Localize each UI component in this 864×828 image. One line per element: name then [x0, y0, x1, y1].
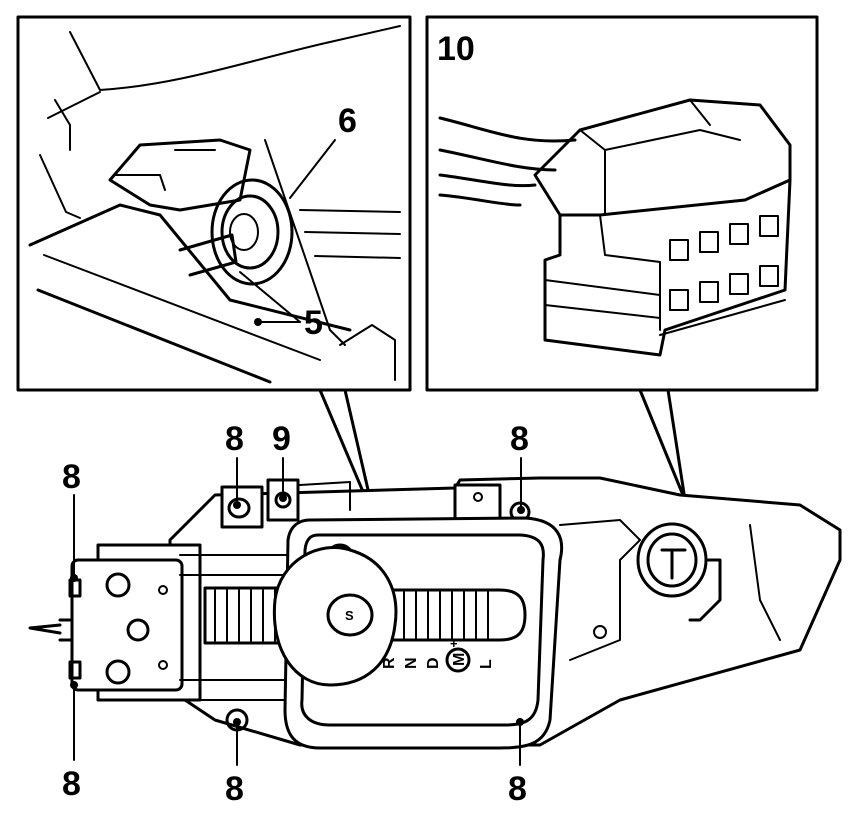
callout-8-top-right: 8: [510, 420, 529, 458]
gear-d: D: [425, 657, 442, 669]
shift-pattern: R N D M + L: [381, 636, 495, 673]
knob-button-label: S: [345, 608, 354, 623]
gear-n: N: [403, 657, 420, 669]
callout-9: 9: [272, 420, 291, 458]
inset-connector-detail: 10: [425, 15, 819, 392]
callout-screws: 8 9 8 8 8 8 8: [62, 420, 529, 808]
gear-l: L: [478, 659, 495, 669]
inset-pointer-right: [638, 388, 687, 502]
gear-selector-assembly: S R N D M + L: [28, 476, 842, 750]
gear-r: R: [381, 657, 398, 669]
callout-6: 6: [338, 102, 357, 140]
inset-cable-detail: 6 5: [16, 15, 412, 392]
callout-8-bottom-left: 8: [225, 770, 244, 808]
callout-5: 5: [304, 304, 323, 342]
callout-8-left-lower: 8: [62, 765, 81, 803]
callout-10: 10: [437, 30, 475, 68]
callout-8-bottom-right: 8: [508, 770, 527, 808]
callout-8-top-left: 8: [225, 420, 244, 458]
gate-ribs: [214, 589, 276, 642]
callout-8-left-upper: 8: [62, 458, 81, 496]
gear-m: M: [451, 653, 468, 666]
gear-plus: +: [450, 636, 458, 651]
